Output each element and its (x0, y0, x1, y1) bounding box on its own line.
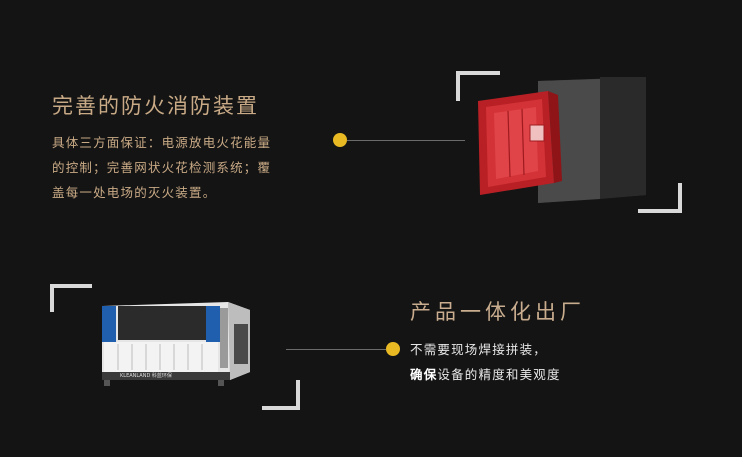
section1-description: 具体三方面保证：电源放电火花能量 的控制；完善网状火花检测系统；覆 盖每一处电场… (52, 130, 322, 205)
machine-brand-label: KLEANLAND 科蓝环保 (120, 373, 172, 379)
section2-desc-line2-rest: 设备的精度和美观度 (437, 367, 561, 382)
fire-protection-device-image (450, 65, 690, 215)
section1-desc-line1: 具体三方面保证：电源放电火花能量 (52, 135, 272, 150)
section2-bullet-dot (386, 342, 400, 356)
section2-desc-line2: 确保设备的精度和美观度 (410, 362, 610, 387)
corner-bracket-bottom-right (638, 183, 682, 213)
corner-bracket-bottom-right (262, 380, 300, 410)
section2-connector-line (286, 349, 386, 350)
section1-bullet-dot (333, 133, 347, 147)
section1-title: 完善的防火消防装置 (52, 94, 259, 118)
section2-description: 不需要现场焊接拼装， 确保设备的精度和美观度 (410, 337, 610, 387)
corner-bracket-top-left (456, 71, 500, 101)
corner-bracket-top-left (50, 284, 92, 312)
section1-connector-line (347, 140, 465, 141)
section1-desc-line2: 的控制；完善网状火花检测系统；覆 (52, 160, 272, 175)
section1-desc-line3: 盖每一处电场的灭火装置。 (52, 185, 217, 200)
section2-desc-line1: 不需要现场焊接拼装， (410, 342, 548, 357)
section2-title: 产品一体化出厂 (410, 300, 585, 324)
section2-desc-emphasis: 确保 (410, 367, 438, 382)
integrated-machine-image: KLEANLAND 科蓝环保 (48, 280, 304, 415)
